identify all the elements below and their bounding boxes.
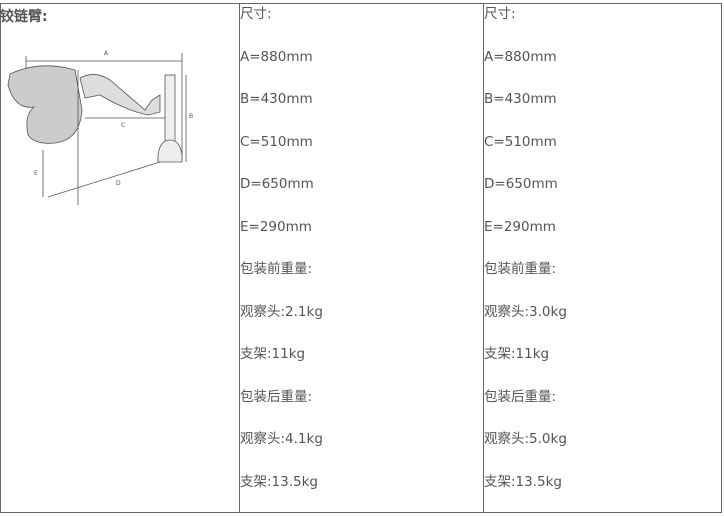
spec-line: 尺寸: [484, 6, 516, 22]
spec-line: 包装前重量: [484, 261, 557, 277]
spec-line: 支架:13.5kg [484, 473, 562, 490]
dimension-label-c: C [121, 122, 125, 129]
spec-line: C=510mm [240, 133, 313, 150]
spec-line: D=650mm [240, 176, 314, 192]
spec-line: 包装后重量: [240, 388, 313, 405]
column-divider [239, 3, 240, 513]
dimension-label-d: D [116, 180, 121, 187]
hinged-arm-diagram: A B C D E [7, 50, 193, 205]
spec-table [0, 3, 722, 513]
spec-line: 支架:13.5kg [240, 473, 318, 490]
spec-line: 包装前重量: [240, 261, 313, 277]
spec-line: 包装后重量: [484, 388, 557, 405]
product-title: 铰链臂: [0, 9, 48, 25]
column-divider [483, 3, 484, 513]
spec-line: 观察头:2.1kg [240, 303, 323, 320]
spec-line: A=880mm [240, 48, 313, 65]
spec-column-2: 尺寸: A=880mm B=430mm C=510mm D=650mm E=29… [484, 5, 567, 515]
spec-line: 观察头:3.0kg [484, 303, 567, 320]
spec-column-1: 尺寸: A=880mm B=430mm C=510mm D=650mm E=29… [240, 5, 323, 515]
spec-line: 支架:11kg [484, 346, 550, 362]
spec-line: E=290mm [484, 218, 556, 235]
spec-line: 支架:11kg [240, 346, 306, 362]
spec-line: E=290mm [240, 218, 312, 235]
spec-line: 观察头:5.0kg [484, 431, 567, 447]
spec-line: C=510mm [484, 133, 557, 150]
dimension-label-e: E [34, 170, 38, 177]
dimension-label-b: B [189, 113, 193, 120]
spec-line: B=430mm [240, 91, 313, 107]
spec-line: B=430mm [484, 91, 557, 107]
spec-line: D=650mm [484, 176, 558, 192]
spec-line: 观察头:4.1kg [240, 431, 323, 447]
dimension-label-a: A [104, 50, 109, 57]
spec-line: 尺寸: [240, 6, 272, 22]
spec-line: A=880mm [484, 48, 557, 65]
